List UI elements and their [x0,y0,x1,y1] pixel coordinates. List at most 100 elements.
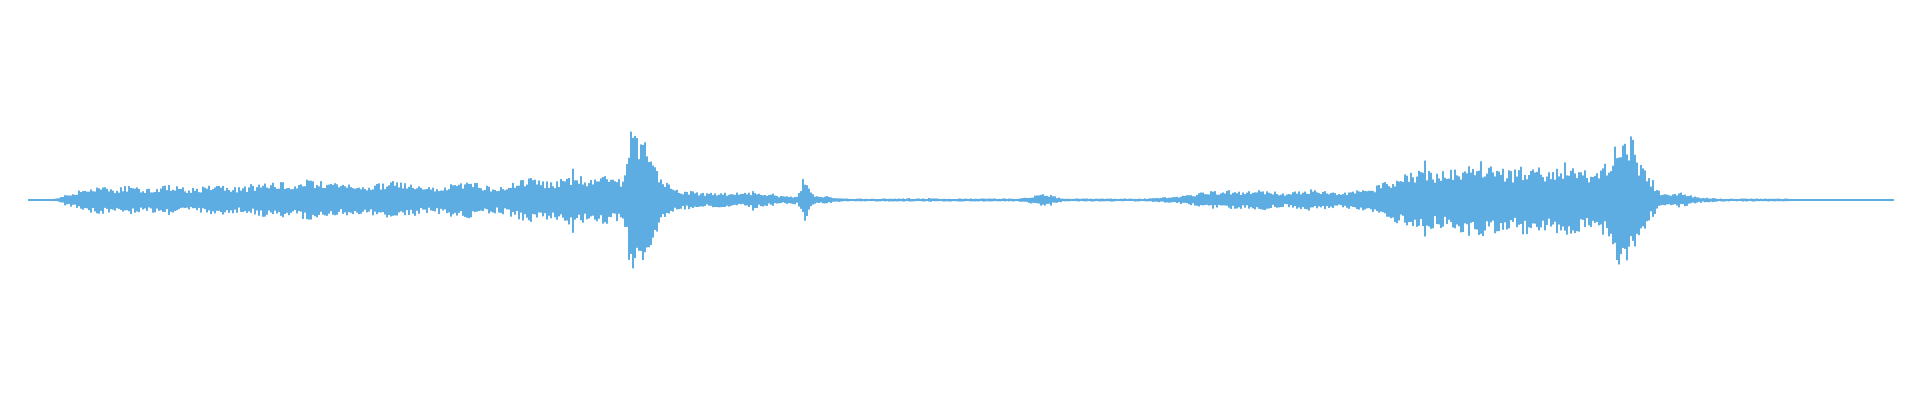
waveform-bar [1204,194,1206,205]
waveform-bar [1598,178,1600,226]
waveform-bar [1202,192,1204,206]
waveform-bar [1102,198,1104,202]
waveform-bar [1522,180,1524,235]
waveform-bar [1764,198,1766,202]
waveform-bar [960,198,962,202]
waveform-bar [1458,176,1460,227]
waveform-bar [32,199,34,201]
waveform-bar [152,192,154,213]
waveform-bar [1826,199,1828,201]
waveform-bar [726,195,728,206]
waveform-bar [42,199,44,201]
waveform-bar [240,190,242,212]
waveform-bar [1164,197,1166,203]
waveform-bar [858,198,860,202]
waveform-bar [1810,199,1812,201]
waveform-bar [1410,172,1412,222]
waveform-bar [1814,199,1816,201]
waveform-bar [1716,198,1718,202]
waveform-bar [1794,199,1796,201]
waveform-bar [506,189,508,210]
waveform-bar [314,188,316,217]
waveform-bar [1832,199,1834,201]
waveform-bar [942,198,944,202]
waveform-bar [104,187,106,208]
waveform-bar [1336,195,1338,206]
waveform-bar [1124,198,1126,201]
waveform-bar [234,187,236,210]
waveform-bar [1250,193,1252,208]
waveform-bar [1736,199,1738,202]
waveform-bar [420,187,422,209]
waveform-bar [1622,145,1624,248]
waveform-bar [764,195,766,206]
waveform-bar [108,191,110,213]
waveform-bar [762,195,764,207]
waveform-bar [878,199,880,202]
waveform-bar [1872,199,1874,201]
waveform-bar [188,190,190,210]
waveform-bar [70,195,72,207]
waveform-bar [1672,194,1674,205]
waveform-bar [510,188,512,217]
waveform-bar [228,189,230,213]
waveform-bar [1574,173,1576,234]
waveform-bar [478,187,480,212]
waveform-bar [486,185,488,210]
waveform-bar [156,189,158,209]
waveform-bar [1734,198,1736,202]
waveform-bar [678,192,680,210]
waveform-bar [258,184,260,216]
waveform-bar [1246,192,1248,206]
waveform-bar [1294,191,1296,206]
waveform-bar [706,193,708,205]
waveform-bar [1384,182,1386,214]
waveform-bar [1582,175,1584,220]
waveform-bar [488,186,490,214]
waveform-bar [404,183,406,216]
waveform-bar [1712,198,1714,203]
waveform-bar [1170,197,1172,203]
waveform-bar [256,187,258,211]
waveform-bar [1160,197,1162,202]
waveform-bar [1328,194,1330,208]
waveform-bar [1424,160,1426,237]
waveform-bar [1074,198,1076,201]
waveform-bar [238,187,240,208]
waveform-bar [1526,179,1528,235]
waveform-bar [1878,199,1880,201]
waveform-bar [1822,199,1824,201]
waveform-bar [1572,168,1574,231]
waveform-bar [1372,190,1374,212]
waveform-bar [1040,194,1042,206]
waveform-bar [828,196,830,203]
waveform-bar [1778,198,1780,202]
waveform-bar [174,190,176,212]
waveform-bar [888,198,890,202]
waveform-bar [1360,192,1362,208]
waveform-bar [208,185,210,211]
waveform-bar [636,138,638,248]
waveform-bar [1344,192,1346,206]
waveform-bar [860,198,862,202]
waveform-bar [408,186,410,216]
waveform-bar [1378,185,1380,213]
waveform-bar [1860,199,1862,201]
waveform-bar [274,187,276,211]
waveform-bar [112,190,114,210]
waveform-bar [1266,191,1268,209]
waveform-bar [1146,198,1148,202]
waveform-bar [100,189,102,211]
waveform-bar [806,185,808,216]
waveform-bar [1740,198,1742,202]
waveform-bar [414,189,416,216]
waveform-bar [958,198,960,202]
waveform-bar [976,198,978,202]
waveform-bar [996,199,998,202]
waveform-bar [1540,174,1542,228]
waveform-bar [298,185,300,212]
waveform-bar [120,187,122,210]
waveform-bar [1324,191,1326,210]
waveform-bar [330,183,332,212]
waveform-bar [118,192,120,209]
